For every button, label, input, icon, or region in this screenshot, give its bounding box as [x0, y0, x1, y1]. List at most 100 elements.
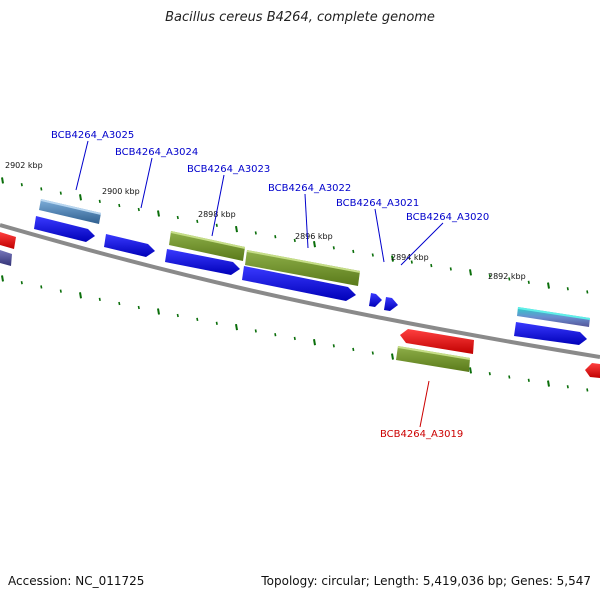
major-tick — [79, 194, 82, 201]
cds-green-a3022[interactable] — [245, 250, 360, 286]
minor-tick — [352, 347, 355, 352]
minor-tick — [410, 260, 413, 264]
outer-tick-track — [1, 177, 589, 294]
major-tick — [313, 338, 316, 346]
minor-tick — [137, 305, 140, 310]
major-tick — [547, 282, 550, 289]
major-tick — [547, 380, 550, 387]
gene-label-a3024[interactable]: BCB4264_A3024 — [115, 147, 198, 158]
minor-tick — [586, 388, 589, 392]
major-tick — [391, 353, 394, 360]
minor-tick — [274, 333, 277, 337]
cds-reverse-track — [0, 232, 600, 378]
minor-tick — [527, 378, 530, 382]
map-title: Bacillus cereus B4264, complete genome — [165, 10, 435, 25]
minor-tick — [40, 285, 43, 289]
cds-arrow-a3021[interactable] — [369, 293, 382, 307]
minor-tick — [332, 344, 335, 348]
minor-tick — [566, 385, 569, 389]
major-tick — [469, 367, 472, 374]
minor-tick — [254, 329, 257, 333]
cds-green-track — [169, 231, 470, 372]
cds-green-a3023[interactable] — [169, 231, 245, 261]
minor-tick — [566, 287, 569, 291]
minor-tick — [254, 231, 257, 235]
major-tick — [79, 292, 82, 299]
cds-green-a3019[interactable] — [396, 346, 470, 372]
minor-tick — [215, 321, 218, 325]
major-tick — [235, 323, 238, 331]
tick-label: 2896 kbp — [295, 232, 333, 241]
minor-tick — [586, 290, 589, 294]
minor-tick — [20, 183, 23, 187]
scale-labels: 2902 kbp 2900 kbp 2898 kbp 2896 kbp 2894… — [5, 161, 526, 281]
tick-label: 2898 kbp — [198, 210, 236, 219]
gene-label-a3023[interactable]: BCB4264_A3023 — [187, 164, 270, 175]
tick-label: 2900 kbp — [102, 187, 140, 196]
inner-tick-track — [1, 275, 589, 392]
major-tick — [157, 308, 160, 315]
cds-feature-steel[interactable] — [39, 199, 101, 224]
gene-label-a3025[interactable]: BCB4264_A3025 — [51, 130, 134, 141]
gene-leader-lines — [75, 140, 444, 428]
tick-label: 2892 kbp — [488, 272, 526, 281]
minor-tick — [488, 274, 491, 278]
minor-tick — [176, 215, 179, 220]
minor-tick — [20, 281, 23, 285]
cds-arrow-a3023[interactable] — [165, 249, 240, 275]
minor-tick — [449, 267, 452, 271]
tick-label: 2894 kbp — [391, 253, 429, 262]
cds-red-left-edge[interactable] — [0, 232, 16, 249]
minor-tick — [527, 280, 530, 284]
minor-tick — [59, 191, 62, 195]
gene-labels: BCB4264_A3025 BCB4264_A3024 BCB4264_A302… — [51, 130, 489, 440]
minor-tick — [118, 203, 121, 208]
cds-arrow-a3022[interactable] — [242, 266, 356, 301]
accession-text: Accession: NC_011725 — [8, 574, 145, 588]
cds-arrow-a3024[interactable] — [104, 234, 155, 257]
cds-red-right-edge[interactable] — [585, 363, 600, 378]
minor-tick — [352, 249, 355, 254]
minor-tick — [196, 219, 199, 224]
minor-tick — [371, 253, 374, 257]
major-tick — [157, 210, 160, 217]
genome-backbone — [0, 223, 600, 359]
minor-tick — [274, 235, 277, 239]
gene-label-a3021[interactable]: BCB4264_A3021 — [336, 198, 419, 209]
major-tick — [391, 255, 394, 262]
minor-tick — [371, 351, 374, 355]
cds-red-a3019[interactable] — [400, 329, 474, 354]
major-tick — [1, 275, 4, 282]
major-tick — [469, 269, 472, 276]
major-tick — [1, 177, 4, 184]
tick-label: 2902 kbp — [5, 161, 43, 170]
minor-tick — [293, 336, 296, 341]
gene-label-a3020[interactable]: BCB4264_A3020 — [406, 212, 489, 223]
cds-arrow-right-blue[interactable] — [514, 322, 587, 345]
major-tick — [313, 240, 316, 248]
minor-tick — [98, 199, 101, 204]
minor-tick — [176, 313, 179, 318]
cds-purple-left-edge[interactable] — [0, 250, 12, 266]
minor-tick — [508, 375, 511, 379]
minor-tick — [98, 297, 101, 302]
minor-tick — [59, 289, 62, 293]
cds-arrow-a3020[interactable] — [384, 297, 398, 311]
minor-tick — [293, 238, 296, 243]
minor-tick — [215, 223, 218, 227]
cds-forward-track — [34, 216, 587, 345]
major-tick — [235, 225, 238, 233]
genome-summary-text: Topology: circular; Length: 5,419,036 bp… — [261, 574, 591, 588]
minor-tick — [40, 187, 43, 191]
gene-label-a3022[interactable]: BCB4264_A3022 — [268, 183, 351, 194]
minor-tick — [137, 207, 140, 212]
minor-tick — [430, 263, 433, 268]
gene-label-a3019[interactable]: BCB4264_A3019 — [380, 429, 463, 440]
cds-feature-cyan[interactable] — [517, 307, 590, 327]
minor-tick — [332, 246, 335, 250]
cds-arrow-a3025[interactable] — [34, 216, 95, 242]
minor-tick — [488, 372, 491, 376]
minor-tick — [118, 301, 121, 306]
minor-tick — [196, 317, 199, 322]
